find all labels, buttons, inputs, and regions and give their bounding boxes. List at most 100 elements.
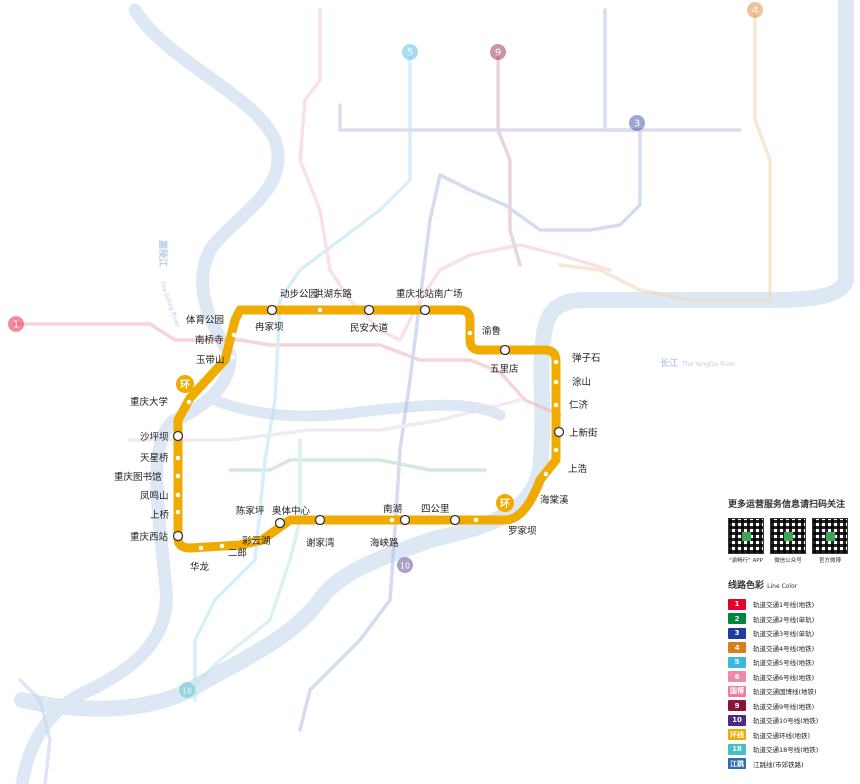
line-9-faded <box>496 53 522 267</box>
line-3-badge: 3 <box>634 119 640 130</box>
qr-caption: 官方微博 <box>818 558 841 564</box>
line-5-faded <box>193 53 412 702</box>
line-18-badge: 18 <box>182 687 192 696</box>
station-label: 上桥 <box>150 509 170 521</box>
station-label: 仁济 <box>569 399 589 411</box>
station-label: 重庆大学 <box>130 396 168 408</box>
line-badge: 10 <box>728 714 746 726</box>
background-lines <box>13 8 772 784</box>
line-3-faded <box>298 8 642 732</box>
station-label: 重庆西站 <box>130 531 169 543</box>
legend-line-row: 18 轨道交通18号线(地铁) <box>728 742 860 757</box>
loop-line <box>173 305 561 553</box>
yangtze-river <box>14 0 854 717</box>
jialing-river <box>15 3 285 784</box>
station-label: 重庆图书馆 <box>114 471 162 483</box>
loop-badge-south-label: 环 <box>500 498 510 510</box>
station-label: 彩云湖 <box>242 536 271 547</box>
line-color-heading: 线路色彩 Line Color <box>728 578 860 591</box>
legend-title: 更多运营服务信息请扫码关注 <box>728 500 846 510</box>
station-label: 罗家坝 <box>508 525 537 537</box>
qr-code-icon <box>770 518 806 554</box>
line-jiangtiao-faded <box>18 678 52 784</box>
jialing-river-label: 嘉陵江 <box>157 239 169 267</box>
station-label: 涂山 <box>572 376 591 388</box>
line-badge: 3 <box>728 627 746 639</box>
station-label: 重庆北站南广场 <box>396 288 463 300</box>
line-badge: 5 <box>728 656 746 668</box>
qr-wechat[interactable]: 微信公众号 <box>770 518 806 564</box>
station-label: 冉家坝 <box>255 321 284 333</box>
station-label: 五里店 <box>490 363 519 375</box>
legend-line-row: 6 轨道交通6号线(地铁) <box>728 670 860 685</box>
line-name: 轨道交通2号线(单轨) <box>753 615 815 624</box>
qr-weibo[interactable]: 官方微博 <box>812 518 848 564</box>
station-label: 海峡路 <box>370 537 399 549</box>
station-label: 凤鸣山 <box>140 490 169 502</box>
line-name: 轨道交通9号线(地铁) <box>753 702 815 711</box>
line-5-badge: 5 <box>407 48 413 59</box>
station-label: 南湖 <box>383 503 402 515</box>
station-label: 洪湖东路 <box>314 288 353 300</box>
line-badge: 江跳 <box>728 758 746 770</box>
line-name: 轨道交通4号线(地铁) <box>753 644 815 653</box>
line-badge: 1 <box>728 598 746 610</box>
river-branch <box>204 392 506 422</box>
line-6-faded <box>298 8 612 342</box>
station-label: 弹子石 <box>572 352 601 364</box>
line-badge: 6 <box>728 671 746 683</box>
station-label: 南桥寺 <box>195 334 224 346</box>
qr-caption: 微信公众号 <box>774 558 802 564</box>
station-label: 上浩 <box>568 463 588 475</box>
line-name: 轨道交通6号线(地铁) <box>753 673 815 682</box>
line-name: 轨道交通5号线(地铁) <box>753 659 815 668</box>
loop-badge-west <box>176 375 194 393</box>
station-label: 陈家坪 <box>236 505 265 517</box>
line-4-faded <box>558 8 772 302</box>
station-label: 四公里 <box>421 504 450 515</box>
jialing-river-label-en: The Jialing River <box>158 279 182 328</box>
qr-code-icon <box>812 518 848 554</box>
line-name: 轨道交通10号线(地铁) <box>753 717 819 726</box>
line-name: 轨道交通1号线(地铁) <box>753 601 815 610</box>
line-2-faded <box>228 458 487 472</box>
loop-badge-west-label: 环 <box>180 379 190 391</box>
line-name: 轨道交通国博线(地铁) <box>753 688 817 697</box>
loop-badge-south <box>496 494 514 512</box>
line-color-title: 线路色彩 <box>728 581 765 591</box>
legend-line-row: 环线轨道交通环线(地铁) <box>728 728 860 743</box>
line-4-badge: 4 <box>752 6 758 17</box>
station-label: 华龙 <box>190 561 210 573</box>
legend-line-row: 1 轨道交通1号线(地铁) <box>728 597 860 612</box>
station-label: 海棠溪 <box>540 494 569 506</box>
station-label: 渝鲁 <box>482 325 501 337</box>
legend-line-row: 5 轨道交通5号线(地铁) <box>728 655 860 670</box>
rivers <box>14 0 854 784</box>
line-1-badge: 1 <box>13 320 19 331</box>
line-name: 轨道交通环线(地铁) <box>753 731 811 740</box>
qr-caption: "渝畅行" APP <box>729 558 763 564</box>
station-label: 上新街 <box>569 427 598 439</box>
loop-transfer-stations <box>172 304 565 542</box>
line-color-subtitle: Line Color <box>767 583 798 590</box>
line-badge: 18 <box>728 743 746 755</box>
line-name: 轨道交通18号线(地铁) <box>753 746 819 755</box>
qr-app[interactable]: "渝畅行" APP <box>728 518 764 564</box>
line-1-faded <box>13 322 562 417</box>
station-label: 二郎 <box>228 547 247 559</box>
line-9-badge: 9 <box>495 48 501 59</box>
background-badges: 1 3 4 5 9 10 18 <box>8 2 763 698</box>
station-label: 奥体中心 <box>272 505 311 517</box>
station-label: 沙坪坝 <box>140 431 169 443</box>
line-name: 江跳线(市郊铁路) <box>753 760 804 769</box>
legend-panel: 更多运营服务信息请扫码关注 "渝畅行" APP 微信公众号 官方微博 线路色彩 … <box>728 497 860 771</box>
station-label: 动步公园 <box>280 289 318 300</box>
loop-station-labels: 体育公园 南桥寺 玉带山 重庆大学 沙坪坝 天星桥 重庆图书馆 凤鸣山 上桥 重… <box>114 288 601 573</box>
station-label: 谢家湾 <box>306 537 335 549</box>
yangtze-river-label: 长江 <box>660 357 678 369</box>
